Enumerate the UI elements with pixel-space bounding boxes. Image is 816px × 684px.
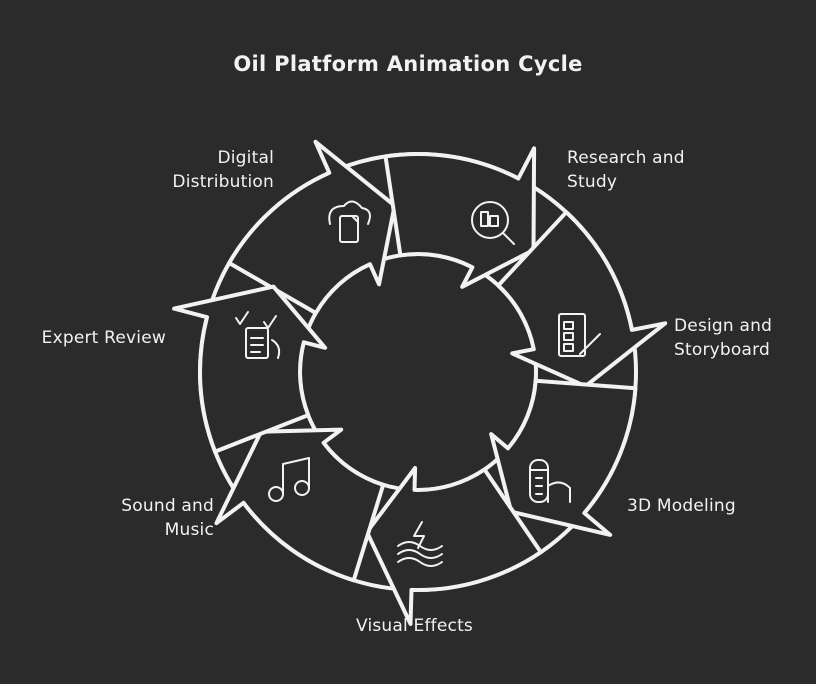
step-label-design: Design and Storyboard bbox=[674, 316, 773, 360]
cycle-arrow-modeling bbox=[496, 210, 668, 389]
lightning-waves-icon bbox=[397, 521, 443, 567]
storyboard-pencil-icon bbox=[558, 313, 601, 357]
music-note-icon bbox=[268, 457, 310, 502]
cycle-arrow-distribution bbox=[172, 284, 328, 454]
cycle-arrow-sound bbox=[364, 466, 543, 626]
step-label-modeling: 3D Modeling bbox=[627, 496, 736, 516]
diagram-title: Oil Platform Animation Cycle bbox=[233, 52, 583, 76]
step-label-visual-effects: Visual Effects bbox=[356, 616, 473, 636]
step-label-research: Research and Study bbox=[567, 148, 685, 192]
cycle-arrow-design bbox=[383, 146, 537, 289]
tower-structure-icon bbox=[529, 459, 571, 503]
cycle-arrow-visual-effects bbox=[489, 378, 638, 537]
step-label-distribution: Digital Distribution bbox=[172, 148, 274, 192]
step-label-sound: Sound and Music bbox=[121, 496, 214, 540]
cycle-arrow-expert-review bbox=[214, 427, 386, 583]
cloud-document-icon bbox=[328, 200, 371, 243]
checklist-hand-icon bbox=[235, 311, 281, 359]
magnifier-document-icon bbox=[471, 201, 515, 245]
step-label-expert-review: Expert Review bbox=[41, 328, 166, 348]
cycle-arrow-research bbox=[227, 139, 397, 315]
